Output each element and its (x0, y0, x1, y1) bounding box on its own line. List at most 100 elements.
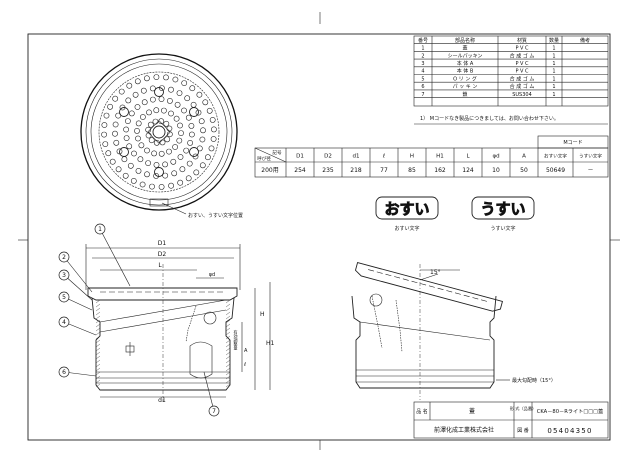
parts-cell-name: パ ッ キ ン (453, 84, 478, 90)
parts-cell-material: SUS304 (512, 92, 532, 98)
section-hatch-line (95, 307, 101, 312)
parts-cell-material: P V C (515, 46, 529, 52)
grate-hole (162, 161, 168, 168)
grate-hole (166, 98, 173, 104)
grate-hole (198, 118, 205, 125)
grate-hole (158, 85, 165, 91)
section-hatch-line (95, 343, 101, 348)
grate-hole (105, 150, 112, 157)
grate-hole (172, 144, 178, 150)
dim-value-cell: 10 (492, 167, 500, 174)
parts-cell-qty: 1 (552, 61, 555, 67)
parts-cell-qty: 1 (552, 92, 555, 98)
dim-corner-bottom: 呼び径 (257, 155, 271, 162)
grate-hole (179, 166, 186, 173)
grate-hole (127, 162, 134, 169)
dim-value-cell: － (587, 167, 593, 174)
grate-hole (145, 126, 152, 133)
parts-cell-no: 3 (421, 61, 424, 67)
balloon-circle (58, 291, 70, 303)
grate-hole (139, 181, 146, 188)
dim-header-cell: おすい文字 (544, 153, 567, 160)
dim-header-cell: A (522, 154, 526, 160)
grate-hole (143, 75, 150, 82)
grate-hole (170, 158, 177, 165)
grate-boss (154, 87, 164, 97)
section-hatch-line (95, 315, 101, 320)
section-hatch-line (225, 319, 231, 324)
grate-hole (162, 172, 169, 179)
grate-hole (171, 170, 178, 177)
parts-cell-no: 5 (421, 76, 424, 82)
grate-hole (121, 156, 128, 163)
grate-hole (164, 136, 171, 143)
grate-hole (210, 126, 217, 133)
grate-boss (189, 107, 199, 117)
balloon-number: 5 (62, 294, 66, 301)
section-hatch-line (95, 375, 101, 380)
parts-cell-material: 合 成 ゴ ム (510, 75, 535, 82)
section-hatch-line (95, 335, 101, 340)
section-hatch-line (225, 371, 231, 376)
parts-cell-name: 本 体 B (457, 68, 474, 75)
grate-hole (134, 104, 141, 110)
grate-hole (204, 154, 211, 161)
grate-hole (181, 80, 188, 86)
balloon-number: 3 (62, 272, 66, 279)
parts-cell-no: 6 (421, 84, 424, 90)
leader-line (63, 371, 97, 377)
grate-hole (189, 85, 196, 92)
dim-header-cell: H1 (436, 154, 444, 160)
balloon-circle (58, 269, 70, 281)
section-hatch-line (225, 299, 231, 304)
dim-header-cell: ℓ (382, 154, 385, 160)
section-hatch-line (225, 311, 231, 316)
title-drawing-no-label: 図 番 (517, 427, 529, 434)
grate-hole (187, 139, 193, 146)
parts-footnote: 1） Mコードなき製品につきましては、お問い合わせ下さい。 (420, 115, 559, 122)
grate-hole (149, 96, 156, 103)
grate-hole (122, 172, 129, 179)
grate-hole (196, 91, 203, 98)
grate-hole (174, 101, 181, 108)
parts-cell-no: 7 (421, 92, 424, 98)
grate-hole (115, 166, 122, 173)
grate-hole (101, 122, 108, 128)
dim-corner-top: 記号 (272, 149, 282, 156)
section-hatch-line (95, 319, 101, 324)
grate-hole (185, 114, 192, 121)
grate-hole (193, 169, 200, 176)
dim-label-D2: D2 (158, 251, 167, 258)
grate-hole (131, 150, 137, 157)
title-block: 品 名 蓋 形 式（品番） CKA－80－Rライト□□□蓋 前澤化成工業株式会社… (413, 401, 609, 439)
balloon-number: 2 (62, 254, 66, 261)
grate-hole (183, 147, 190, 154)
parts-header-qty: 数量 (549, 37, 559, 44)
inclined-view: 15° 最大勾配時（15°） (351, 262, 556, 400)
section-hatch-line (95, 331, 101, 336)
parts-cell-qty: 1 (552, 84, 555, 90)
section-hatch-line (95, 339, 101, 344)
grate-hole (151, 150, 157, 157)
dim-label-H1: H1 (266, 340, 275, 347)
title-model-label: 形 式（品番） (510, 405, 536, 412)
grate-hole (202, 99, 209, 106)
dim-label-L: L (158, 262, 162, 269)
grate-hole (153, 161, 160, 168)
parts-cell-name: 蓋 (462, 45, 467, 52)
grate-hole (126, 82, 133, 89)
section-hatch-line (95, 367, 101, 372)
parts-cell-material: P V C (515, 69, 529, 75)
grate-hole (145, 132, 152, 139)
balloon-circle (94, 223, 106, 235)
dim-header-cell: d1 (353, 154, 360, 160)
dim-header-cell: D1 (296, 154, 304, 160)
grate-hole (158, 96, 165, 102)
parts-cell-material: 合 成 ゴ ム (510, 83, 535, 90)
dim-value-cell: 124 (462, 167, 474, 174)
grate-hole (185, 175, 192, 182)
grate-hole (173, 115, 180, 122)
section-hatch-line (95, 311, 101, 316)
usui-mark-text: うすい (480, 200, 525, 218)
